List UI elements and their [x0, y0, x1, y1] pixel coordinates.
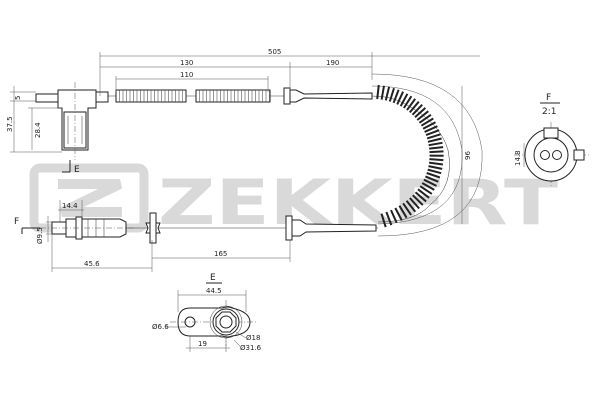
watermark-z-glyph — [58, 179, 123, 217]
dim-dia-6-6: Ø6.6 — [152, 323, 169, 331]
detail-e-view: E 44.5 Ø6.6 19 Ø18 Ø31.6 — [152, 273, 262, 352]
dim-5: 5 — [14, 96, 22, 100]
dim-130: 130 — [180, 59, 193, 67]
upper-dimensions: 505 130 190 110 5 37.5 28.4 96 — [6, 48, 480, 224]
dim-14-4: 14.4 — [62, 202, 78, 210]
section-markers: E F — [14, 160, 80, 234]
dim-96: 96 — [464, 151, 472, 160]
dim-dia-31-6: Ø31.6 — [240, 344, 262, 352]
upper-sleeve-right — [195, 89, 271, 103]
detail-f-scale: 2:1 — [542, 107, 556, 117]
dim-28-4: 28.4 — [34, 122, 42, 138]
dim-44-5: 44.5 — [206, 287, 222, 295]
dim-19: 19 — [198, 340, 207, 348]
dim-45-6: 45.6 — [84, 260, 100, 268]
section-f-label: F — [14, 217, 19, 227]
lower-grommet — [285, 215, 377, 241]
dim-110: 110 — [180, 71, 193, 79]
lower-clip-1 — [145, 212, 161, 244]
dim-505: 505 — [268, 48, 281, 56]
bend-sleeve — [376, 84, 444, 228]
upper-connector — [35, 82, 109, 160]
detail-f-title: F — [546, 93, 551, 103]
section-e-label: E — [74, 165, 80, 175]
lower-dimensions: 14.4 Ø9.5 45.6 165 — [36, 200, 291, 272]
bend-outer-arc — [371, 73, 483, 237]
dim-dia-18: Ø18 — [246, 334, 260, 342]
detail-e-title: E — [210, 273, 216, 283]
lower-cable-assembly — [40, 212, 378, 244]
upper-grommet — [283, 87, 373, 105]
dim-dia-9-5: Ø9.5 — [36, 227, 44, 244]
dim-14-8: 14.8 — [514, 150, 522, 166]
sensor-head — [40, 216, 136, 240]
detail-f-view: F 2:1 14.8 — [514, 93, 590, 188]
upper-sleeve-left — [115, 89, 187, 103]
dim-37-5: 37.5 — [6, 116, 14, 132]
dim-190: 190 — [326, 59, 339, 67]
dim-165: 165 — [214, 250, 227, 258]
